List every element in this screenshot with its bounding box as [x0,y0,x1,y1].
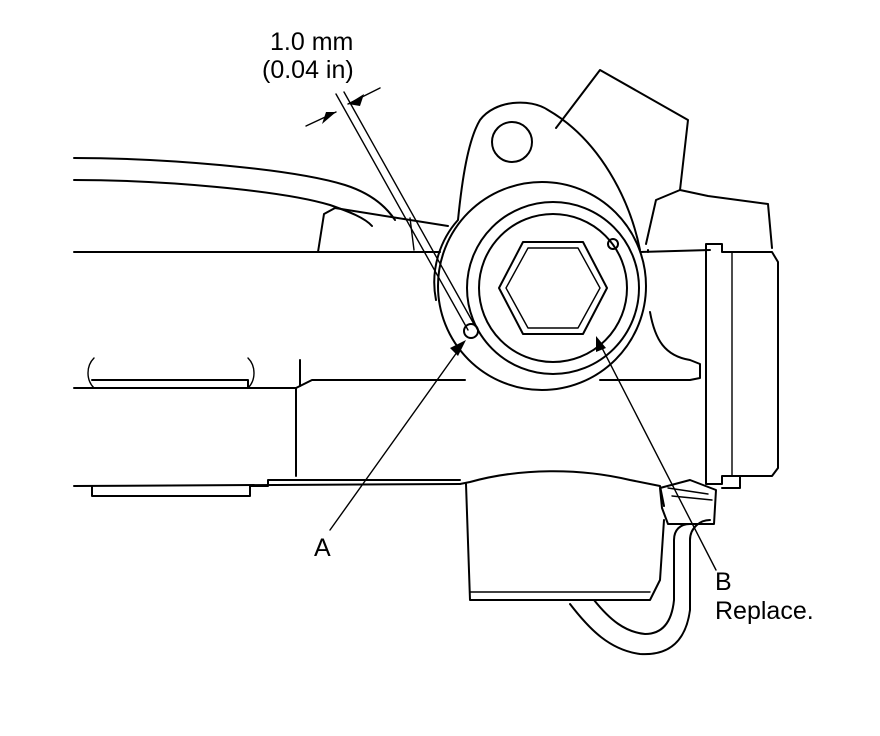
callout-b-note: Replace. [715,597,814,625]
measurement-lines [305,87,476,331]
dimension-arrow-right [348,94,364,106]
dimension-arrow-left [322,112,336,124]
callout-b-label: B [715,568,732,596]
gearbox-housing [73,207,711,497]
valve-flange [433,69,773,301]
leader-lines [329,336,717,571]
small-hole-right [607,238,619,250]
small-hole-a [463,323,479,339]
valve-housing-circle [437,181,647,391]
fluid-line [569,479,717,656]
rack-housing-upper [73,157,396,227]
flange-bolt-hole [491,121,533,163]
hex-nut [498,241,608,335]
measurement-metric-label: 1.0 mm [270,28,353,56]
measurement-imperial-label: (0.04 in) [262,56,354,84]
lower-housing [459,470,665,601]
callout-a-label: A [314,534,331,562]
leader-arrow-b [596,336,606,352]
end-cap [705,243,779,489]
leader-arrow-a [450,340,466,356]
